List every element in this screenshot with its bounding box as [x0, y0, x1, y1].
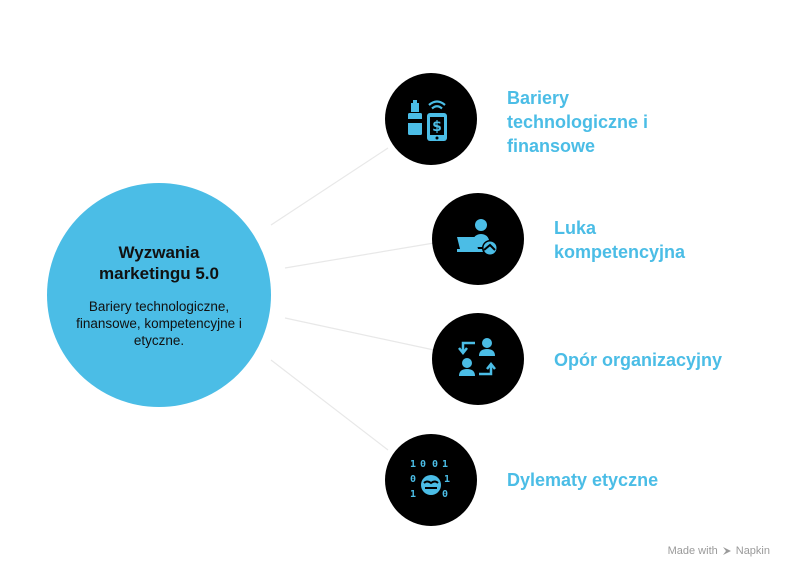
node-skills-gap [432, 193, 524, 285]
label-skills-gap: Luka kompetencyjna [554, 218, 686, 262]
connector-2 [284, 242, 435, 269]
svg-text:1: 1 [410, 489, 416, 500]
node-technology-finance: $ [385, 73, 477, 165]
svg-text:1: 1 [444, 474, 450, 485]
connector-4 [270, 359, 389, 451]
node-organizational-resistance [432, 313, 524, 405]
watermark-brand: Napkin [735, 545, 770, 557]
svg-text:1: 1 [410, 459, 416, 470]
svg-text:0: 0 [420, 459, 426, 470]
mobile-payment-icon: $ [408, 100, 447, 141]
svg-text:1: 1 [442, 459, 448, 470]
svg-text:0: 0 [442, 489, 448, 500]
svg-text:0: 0 [410, 474, 416, 485]
watermark-prefix: Made with [667, 545, 718, 557]
svg-text:$: $ [432, 119, 442, 135]
hub-description: Bariery technologiczne, finansowe, kompe… [76, 298, 242, 348]
connector-3 [284, 317, 435, 351]
label-technology-finance: Bariery technologiczne i finansowe [507, 88, 649, 156]
person-laptop-icon [457, 219, 498, 256]
svg-text:0: 0 [432, 459, 438, 470]
label-ethical-dilemmas: Dylematy etyczne [507, 470, 659, 490]
user-exchange-icon [458, 338, 496, 376]
watermark: Made with Napkin [668, 545, 770, 557]
connector-1 [270, 147, 389, 226]
hub-circle: Wyzwania marketingu 5.0 Bariery technolo… [47, 183, 271, 407]
napkin-logo-icon [722, 547, 731, 555]
hub-title: Wyzwania marketingu 5.0 [99, 242, 219, 283]
label-organizational-resistance: Opór organizacyjny [554, 350, 723, 370]
